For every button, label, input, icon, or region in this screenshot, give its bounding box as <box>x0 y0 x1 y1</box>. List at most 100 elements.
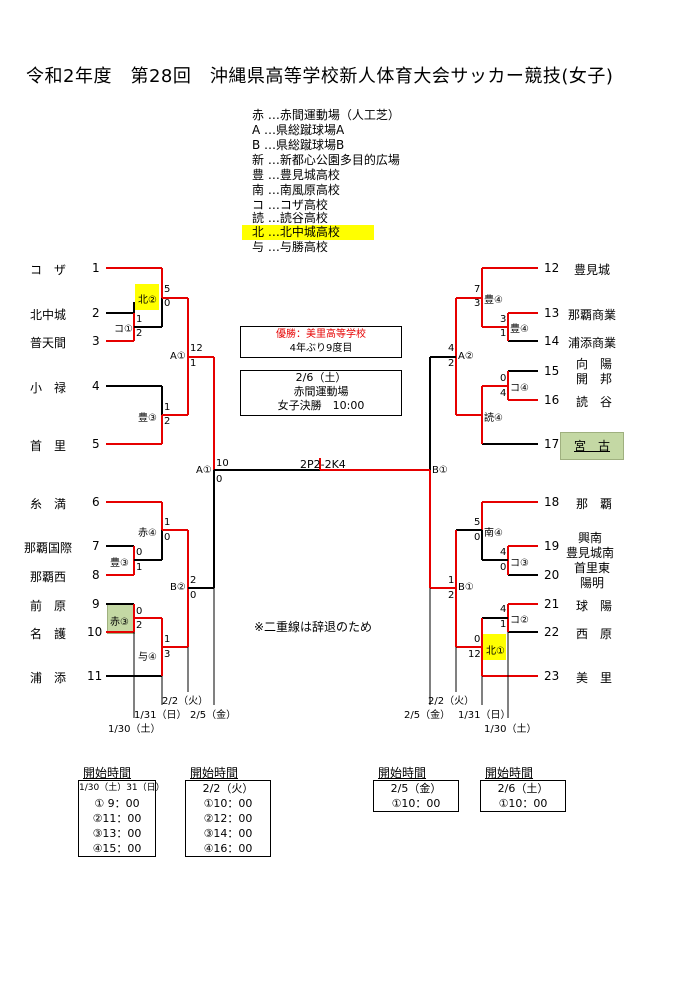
legend-item: 新 …新都心公園多目的広場 <box>252 153 400 167</box>
score: 0 <box>136 606 143 617</box>
team-seed: 4 <box>92 379 100 393</box>
score: 1 <box>164 517 171 528</box>
team-name: 西 原 <box>576 627 613 641</box>
round-date: 1/31（日） <box>134 710 187 721</box>
team-seed: 22 <box>544 625 560 639</box>
venue-label: 赤③ <box>110 617 129 628</box>
schedule-row: ②11：00 <box>92 812 142 825</box>
team-name: 宮 古 <box>574 439 611 453</box>
team-seed: 11 <box>87 669 103 683</box>
score: 10 <box>216 458 229 469</box>
team-seed: 5 <box>92 437 100 451</box>
team-name: 球 陽 <box>576 599 613 613</box>
team-seed: 1 <box>92 261 100 275</box>
team-seed: 21 <box>544 597 560 611</box>
score: 0 <box>500 562 507 573</box>
venue-highlight <box>482 634 506 660</box>
legend-item: A …県総蹴球場A <box>252 123 345 137</box>
score: 7 <box>474 284 481 295</box>
score: 3 <box>474 298 481 309</box>
schedule-row: ②12：00 <box>203 812 253 825</box>
final-date: 2/6（土） <box>295 371 347 384</box>
venue-label: 豊③ <box>138 413 157 424</box>
score: 3 <box>164 649 171 660</box>
legend-highlight <box>242 225 374 240</box>
venue-label: コ④ <box>510 383 529 394</box>
team-seed: 19 <box>544 539 560 553</box>
team-name: 那 覇 <box>576 497 613 511</box>
team-seed: 20 <box>544 568 560 582</box>
schedule-row: ①10：00 <box>391 797 441 810</box>
team-seed: 6 <box>92 495 100 509</box>
team-seed: 7 <box>92 539 100 553</box>
score: 4 <box>500 604 507 615</box>
schedule-label: 開始時間 <box>83 766 132 780</box>
schedule-table: 2/5（金） ①10：00 <box>373 780 459 812</box>
score: 4 <box>448 343 455 354</box>
score: 0 <box>190 590 197 601</box>
schedule-row: ① 9：00 <box>94 797 140 810</box>
team-name: 浦 添 <box>30 671 67 685</box>
score: 1 <box>164 634 171 645</box>
legend-item: 読 …読谷高校 <box>252 211 328 225</box>
score: 2 <box>190 575 197 586</box>
score: 1 <box>500 619 507 630</box>
round-date: 2/2（火） <box>428 696 475 707</box>
score: 2 <box>448 590 455 601</box>
round-date: 1/30（土） <box>108 724 161 735</box>
team-seed: 12 <box>544 261 560 275</box>
score: 0 <box>164 298 171 309</box>
team-name: 首里東 陽明 <box>574 561 611 590</box>
team-seed: 14 <box>544 334 560 348</box>
round-date: 1/31（日） <box>458 710 511 721</box>
schedule-label: 開始時間 <box>190 766 239 780</box>
final-event: 女子決勝 10:00 <box>277 399 365 412</box>
legend-item: 豊 …豊見城高校 <box>252 168 340 182</box>
champion-box: 優勝：美里高等学校 4年ぶり9度目 <box>240 326 402 358</box>
team-seed: 16 <box>544 393 560 407</box>
score: 1 <box>500 328 507 339</box>
legend-item: コ …コザ高校 <box>252 198 328 212</box>
champion-label: 優勝：美里高等学校 <box>276 329 366 340</box>
schedule-row: ④16：00 <box>203 842 253 855</box>
score: 0 <box>474 532 481 543</box>
score: 2 <box>164 416 171 427</box>
legend-item: 南 …南風原高校 <box>252 183 340 197</box>
schedule-label: 開始時間 <box>485 766 534 780</box>
page-title: 令和2年度 第28回 沖縄県高等学校新人体育大会サッカー競技(女子) <box>26 66 614 87</box>
team-name: 読 谷 <box>576 395 613 409</box>
schedule-row: ④15：00 <box>92 842 142 855</box>
venue-label: B② <box>170 582 186 593</box>
venue-label: B① <box>432 465 448 476</box>
score: 2 <box>448 358 455 369</box>
score: 3 <box>500 314 507 325</box>
venue-label: 与④ <box>138 652 157 663</box>
venue-label: A② <box>458 351 474 362</box>
team-name: 北中城 <box>30 308 67 322</box>
venue-label: 北② <box>138 295 157 306</box>
team-seed: 17 <box>544 437 560 451</box>
legend-item: B …県総蹴球場B <box>252 138 345 152</box>
team-seed: 10 <box>87 625 103 639</box>
team-name: 前 原 <box>30 599 67 613</box>
score: 1 <box>190 358 197 369</box>
round-date: 2/2（火） <box>162 696 209 707</box>
schedule-header: 2/2（火） <box>202 782 254 795</box>
schedule-header: 1/30（土）31（日） <box>79 783 165 793</box>
team-name: 那覇国際 <box>24 541 73 555</box>
team-name: 那覇西 <box>30 570 67 584</box>
team-name: 豊見城 <box>574 263 611 277</box>
score: 1 <box>164 402 171 413</box>
team-name: 美 里 <box>576 671 613 685</box>
score: 5 <box>164 284 171 295</box>
team-name: 名 護 <box>30 627 67 641</box>
champion-sub: 4年ぶり9度目 <box>289 343 353 354</box>
team-name: 普天間 <box>30 336 67 350</box>
schedule-header: 2/6（土） <box>497 782 549 795</box>
final-info-box: 2/6（土） 赤間運動場 女子決勝 10:00 <box>240 370 402 416</box>
venue-label: A① <box>196 465 212 476</box>
venue-label: B① <box>458 582 474 593</box>
schedule-row: ①10：00 <box>203 797 253 810</box>
team-name: 浦添商業 <box>568 336 617 350</box>
venue-label: 豊④ <box>484 295 503 306</box>
